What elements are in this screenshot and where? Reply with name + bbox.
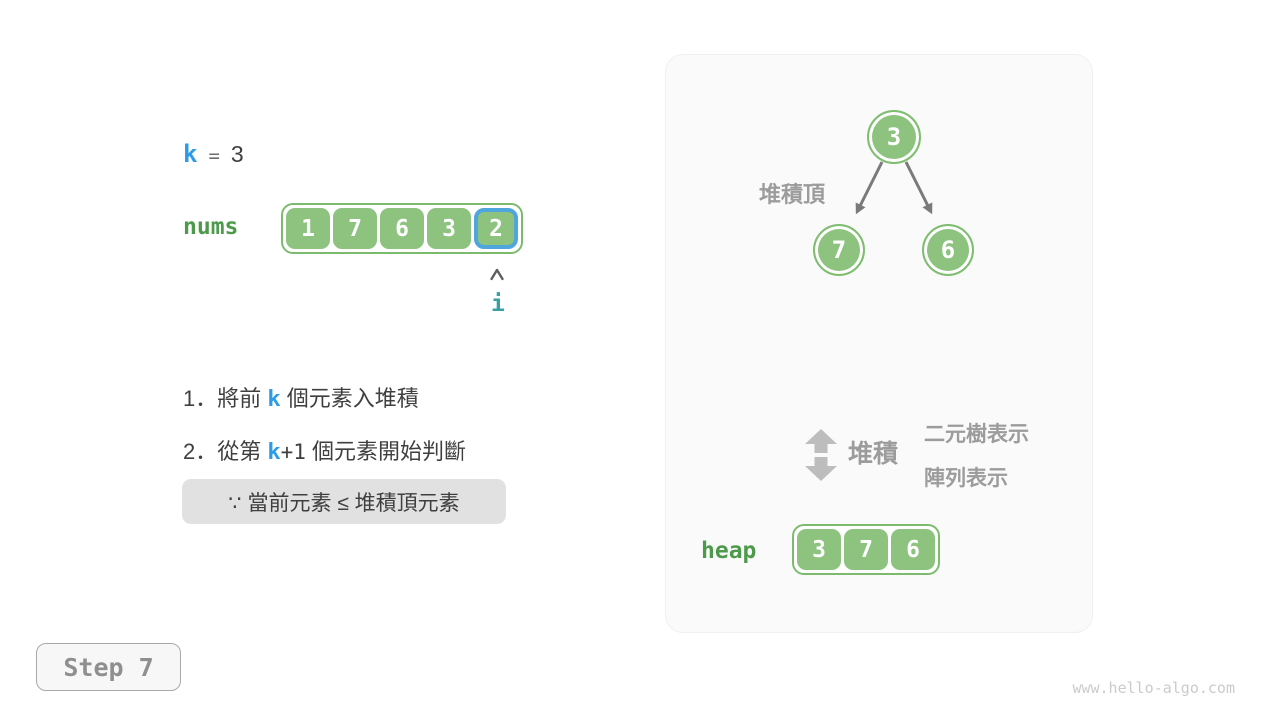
website-watermark: www.hello-algo.com <box>1072 679 1235 697</box>
heap-array: 3 7 6 <box>792 524 940 575</box>
heap-visualization-panel: 堆積頂 3 7 6 堆積 二元樹表示 陣列表示 heap 3 7 6 <box>665 54 1093 633</box>
tree-node-right-child: 6 <box>922 224 974 276</box>
k-value: 3 <box>230 141 244 167</box>
condition-note: ∵ 當前元素 ≤ 堆積頂元素 <box>182 479 506 524</box>
step1-text: 1．將前 <box>183 386 268 411</box>
heap-cell-0: 3 <box>797 529 841 570</box>
nums-cell-0: 1 <box>286 208 330 249</box>
nums-cell-4-highlighted: 2 <box>474 208 518 249</box>
index-pointer-label: i <box>491 291 505 317</box>
step-instruction-1: 1．將前 k 個元素入堆積 <box>183 381 419 413</box>
k-equation: k = 3 <box>183 140 244 168</box>
nums-cell-2: 6 <box>380 208 424 249</box>
step2-plus-one: +1 <box>280 440 306 464</box>
step1-k-variable: k <box>267 387 281 412</box>
nums-cell-1: 7 <box>333 208 377 249</box>
heap-cell-2: 6 <box>891 529 935 570</box>
tree-node-root: 3 <box>867 110 921 164</box>
heap-cell-1: 7 <box>844 529 888 570</box>
heap-transform-label: 堆積 <box>848 440 899 468</box>
double-vertical-arrow-icon <box>805 429 837 481</box>
equals-sign: = <box>208 145 220 167</box>
step2-text: 2．從第 <box>183 439 268 464</box>
caret-up-icon <box>490 268 504 281</box>
heap-top-label: 堆積頂 <box>759 182 826 207</box>
tree-node-left-child: 7 <box>813 224 865 276</box>
step-instruction-2: 2．從第 k+1 個元素開始判斷 <box>183 434 466 466</box>
nums-cell-3: 3 <box>427 208 471 249</box>
array-representation-label: 陣列表示 <box>924 467 1008 490</box>
step2-text-tail: 個元素開始判斷 <box>305 439 467 464</box>
k-variable: k <box>183 140 198 168</box>
nums-array-label: nums <box>183 214 239 240</box>
step-counter-badge: Step 7 <box>36 643 181 691</box>
step1-text-tail: 個元素入堆積 <box>280 386 419 411</box>
binary-tree-representation-label: 二元樹表示 <box>924 423 1029 446</box>
nums-array: 1 7 6 3 2 <box>281 203 523 254</box>
heap-array-label: heap <box>701 538 757 564</box>
step2-k-variable: k <box>267 440 281 465</box>
